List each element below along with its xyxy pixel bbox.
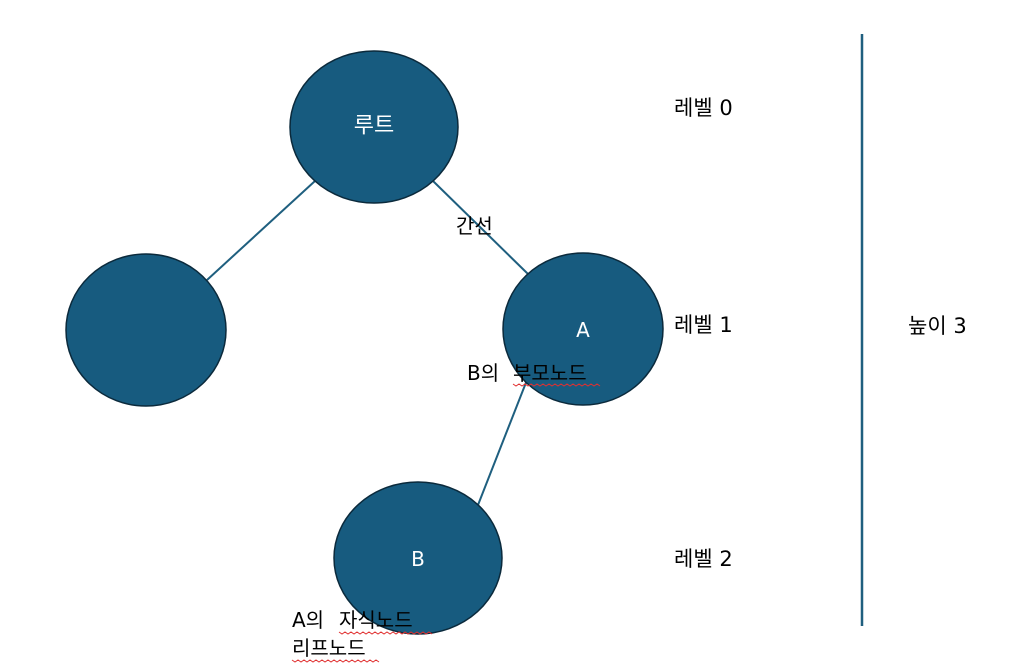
node-root: 루트 (289, 50, 459, 204)
child-node-prefix: A의 (292, 608, 324, 632)
parent-node-prefix: B의 (467, 361, 499, 385)
leaf-node-spellcheck-underline (291, 659, 380, 663)
child-node-label: A의 자식노드 (292, 608, 413, 632)
edge-root-left (206, 180, 316, 281)
child-node-word: 자식노드 (339, 608, 413, 632)
level-0-label: 레벨 0 (674, 96, 733, 120)
node-b: B (333, 481, 503, 635)
edge-a-b (477, 379, 528, 506)
node-b-label: B (411, 547, 425, 571)
node-a-label: A (576, 318, 590, 342)
parent-node-label: B의 부모노드 (467, 361, 587, 385)
level-2-label: 레벨 2 (674, 547, 733, 571)
parent-node-word: 부모노드 (513, 361, 587, 385)
parent-node-spellcheck-underline (512, 383, 601, 387)
edge-root-a (432, 180, 529, 275)
height-label: 높이 3 (908, 314, 967, 338)
edge-label: 간선 (456, 214, 493, 238)
level-1-label: 레벨 1 (674, 313, 733, 337)
leaf-node-label: 리프노드 (292, 636, 366, 660)
child-node-spellcheck-underline (338, 631, 433, 635)
node-a: A (502, 252, 664, 406)
node-root-label: 루트 (354, 114, 394, 139)
node-left (65, 253, 227, 407)
